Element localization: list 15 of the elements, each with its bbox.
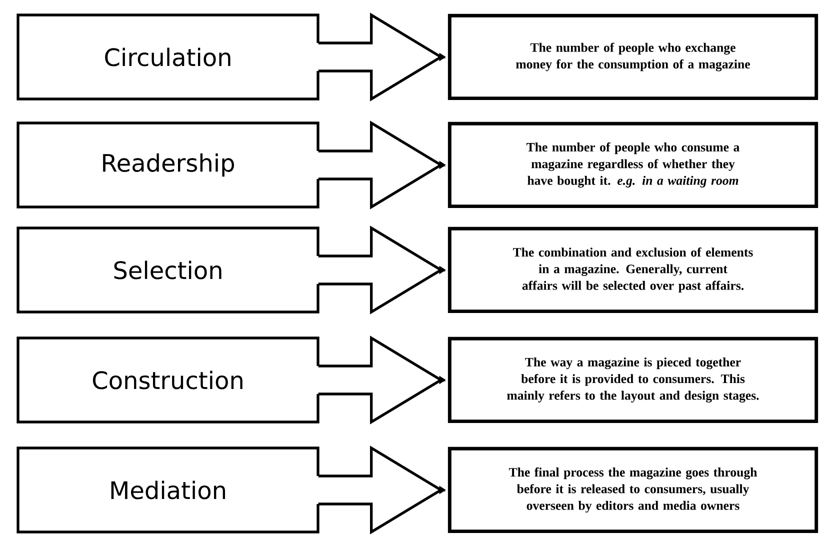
definition-box: The number of people who exchange money for the consumption of a magazine <box>448 14 818 100</box>
block-arrow <box>316 336 446 424</box>
concept-box: Mediation <box>16 446 320 534</box>
block-arrow <box>316 446 446 534</box>
block-arrow <box>316 120 446 210</box>
concept-box: Readership <box>16 122 320 208</box>
block-arrow <box>316 226 446 314</box>
concept-box: Circulation <box>16 14 320 100</box>
definition-box: The way a magazine is pieced together before it is provided to consumers. This mainly refers to the layout and design stages. <box>448 336 818 424</box>
block-arrow <box>316 12 446 102</box>
definition-box: The combination and exclusion of elements in a magazine. Generally, current affairs will be selected over past affairs. <box>448 226 818 314</box>
concept-box: Selection <box>16 226 320 314</box>
definition-box: The final process the magazine goes through before it is released to consumers, usually overseen by editors and media owners <box>448 446 818 534</box>
definition-box: The number of people who consume a magazine regardless of whether they have bought it. e.g. in a waiting room <box>448 122 818 208</box>
concept-box: Construction <box>16 336 320 424</box>
